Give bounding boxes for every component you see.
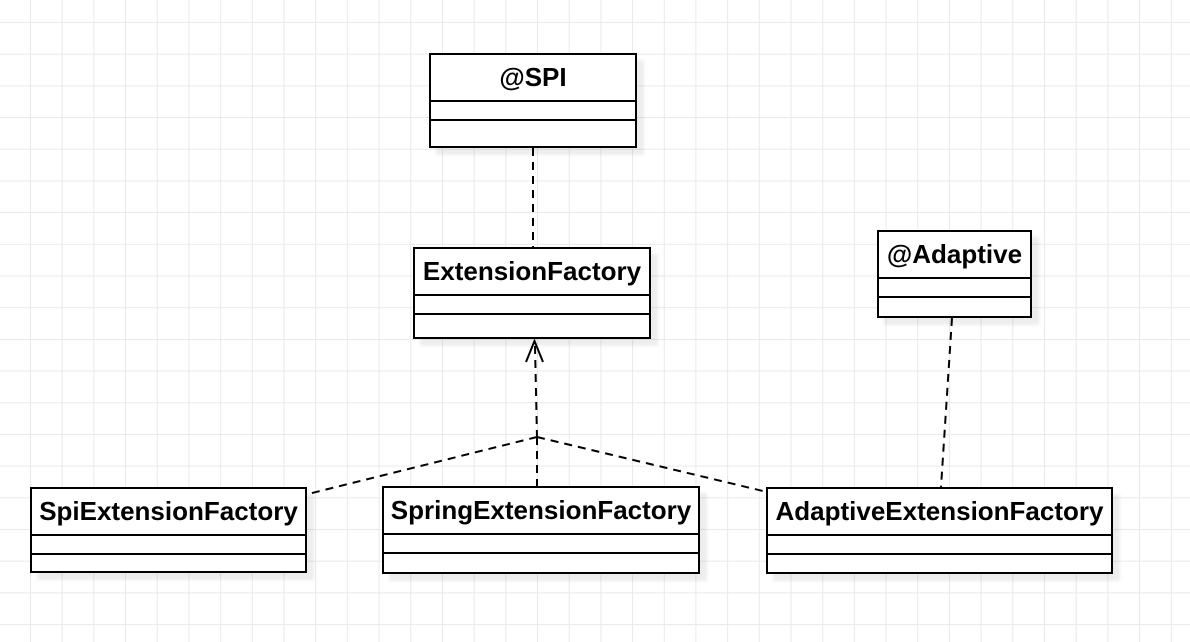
- edge-stem-to-extensionfactory[interactable]: [534, 345, 538, 438]
- methods-compartment: [768, 555, 1111, 572]
- attributes-compartment: [32, 536, 305, 555]
- class-name-adaptiveextensionfactory: AdaptiveExtensionFactory: [768, 489, 1111, 536]
- attributes-compartment: [415, 296, 649, 315]
- attributes-compartment: [768, 536, 1111, 555]
- class-box-extensionfactory[interactable]: ExtensionFactory: [413, 247, 651, 339]
- attributes-compartment: [384, 535, 698, 554]
- class-name-spiextensionfactory: SpiExtensionFactory: [32, 489, 305, 536]
- class-box-spiextensionfactory[interactable]: SpiExtensionFactory: [30, 487, 307, 573]
- class-name-extensionfactory: ExtensionFactory: [415, 249, 649, 296]
- open-arrowhead-icon: [525, 338, 544, 363]
- class-name-spi: @SPI: [431, 55, 635, 102]
- class-name-adaptive: @Adaptive: [879, 232, 1030, 279]
- methods-compartment: [415, 315, 649, 337]
- methods-compartment: [32, 555, 305, 571]
- edge-adaptiveextensionfactory-to-adaptive[interactable]: [940, 317, 953, 488]
- class-box-adaptiveextensionfactory[interactable]: AdaptiveExtensionFactory: [766, 487, 1113, 574]
- attributes-compartment: [431, 102, 635, 121]
- class-box-springextensionfactory[interactable]: SpringExtensionFactory: [382, 486, 700, 574]
- methods-compartment: [879, 298, 1030, 316]
- edge-branch-adaptiveextensionfactory[interactable]: [536, 436, 764, 492]
- class-name-springextensionfactory: SpringExtensionFactory: [384, 488, 698, 535]
- methods-compartment: [431, 121, 635, 146]
- class-box-adaptive[interactable]: @Adaptive: [877, 230, 1032, 318]
- attributes-compartment: [879, 279, 1030, 298]
- methods-compartment: [384, 554, 698, 572]
- class-box-spi[interactable]: @SPI: [429, 53, 637, 148]
